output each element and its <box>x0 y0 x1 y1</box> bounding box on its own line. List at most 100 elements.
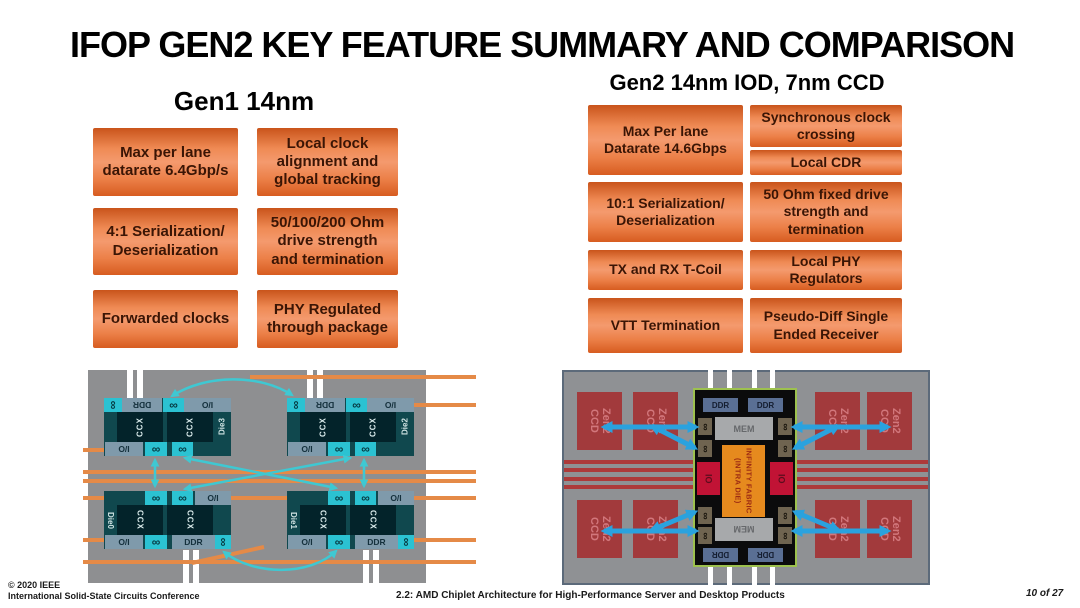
feature-box-gen2-tcoil: TX and RX T-Coil <box>588 250 743 290</box>
feature-box-gen2-drive: 50 Ohm fixed drive strength and terminat… <box>750 182 902 242</box>
footer-conference: International Solid-State Circuits Confe… <box>8 590 200 601</box>
package-trace <box>83 560 476 564</box>
ccd-label: CCD <box>826 517 838 541</box>
ddr-stub <box>727 365 732 388</box>
mem-block: MEM <box>715 417 773 440</box>
package-trace <box>83 479 476 483</box>
infinity-port-icon: ∞ <box>104 398 122 412</box>
die-top-edge: ∞ DDR ∞ I/O <box>287 398 414 412</box>
io-block: IO <box>697 462 720 495</box>
ddr-stub <box>708 567 713 590</box>
die-label: Die0 <box>106 511 115 529</box>
io-label: I/O <box>288 442 326 456</box>
die-top-edge: ∞ DDR ∞ I/O <box>104 398 231 412</box>
die-body: CCX CCX Die3 <box>104 412 231 442</box>
infinity-port-icon: ∞ <box>172 491 193 505</box>
ccd-label: Zen2 <box>600 408 612 434</box>
die1: ∞ ∞ I/O Die1 CCX CCX I/O ∞ DDR ∞ <box>287 491 414 549</box>
die-bottom-edge: I/O ∞ ∞ <box>287 442 414 456</box>
die-body: CCX CCX Die2 <box>287 412 414 442</box>
package-trace <box>83 448 107 452</box>
ddr-phy-block: DDR <box>703 548 738 562</box>
infinity-port-icon: ∞ <box>346 398 367 412</box>
feature-box-gen1-fwd-clocks: Forwarded clocks <box>93 290 238 348</box>
feature-box-gen1-phy: PHY Regulated through package <box>257 290 398 348</box>
package-trace <box>407 538 476 542</box>
infinity-port-icon: ∞ <box>355 491 376 505</box>
feature-box-gen1-drive: 50/100/200 Ohm drive strength and termin… <box>257 208 398 275</box>
ccx-block: CCX <box>350 505 396 535</box>
gen2-heading: Gen2 14nm IOD, 7nm CCD <box>609 70 885 95</box>
feature-box-gen1-datarate: Max per lane datarate 6.4Gbp/s <box>93 128 238 196</box>
infinity-port-icon: ∞ <box>355 442 376 456</box>
ddr-stub <box>307 364 313 398</box>
infinity-port-icon: ∞ <box>145 535 167 549</box>
die0: ∞ ∞ I/O Die0 CCX CCX I/O ∞ DDR ∞ <box>104 491 231 549</box>
die-bottom-edge: I/O ∞ DDR ∞ <box>287 535 414 549</box>
infinity-port-icon: ∞ <box>215 535 231 549</box>
ccd-label: CCD <box>878 409 890 433</box>
ccd-label: Zen2 <box>838 408 850 434</box>
ccx-block: CCX <box>167 412 213 442</box>
ccx-block: CCX <box>117 505 163 535</box>
die-label: Die3 <box>217 418 227 436</box>
infinity-port-icon: ∞ <box>698 527 712 544</box>
feature-box-gen2-serdes: 10:1 Serialization/ Deserialization <box>588 182 743 242</box>
ccd-label: Zen2 <box>890 408 902 434</box>
feature-box-gen1-clock: Local clock alignment and global trackin… <box>257 128 398 196</box>
infinity-port-icon: ∞ <box>398 535 414 549</box>
die-body: Die0 CCX CCX <box>104 505 231 535</box>
infinity-port-icon: ∞ <box>778 418 792 435</box>
infinity-port-icon: ∞ <box>698 418 712 435</box>
ccd-label: CCD <box>588 409 600 433</box>
ddr-stub <box>770 365 775 388</box>
footer-page-number: 10 of 27 <box>1026 588 1064 599</box>
io-block: IO <box>770 462 793 495</box>
footer-session-title: 2.2: AMD Chiplet Architecture for High-P… <box>396 590 785 601</box>
infinity-port-icon: ∞ <box>172 442 193 456</box>
infinity-port-icon: ∞ <box>145 442 167 456</box>
die-top-edge: ∞ ∞ I/O <box>104 491 231 505</box>
die3: ∞ DDR ∞ I/O CCX CCX Die3 I/O ∞ ∞ <box>104 398 231 456</box>
ddr-stub <box>317 364 323 398</box>
ddr-stub <box>373 550 379 590</box>
ddr-stub <box>127 364 133 398</box>
ccd-label: Zen2 <box>656 408 668 434</box>
gen1-heading: Gen1 14nm <box>173 86 315 116</box>
die-top-edge: ∞ ∞ I/O <box>287 491 414 505</box>
ddr-stub <box>752 567 757 590</box>
feature-box-gen2-pseudo-diff: Pseudo-Diff Single Ended Receiver <box>750 298 902 353</box>
feature-box-gen2-local-cdr: Local CDR <box>750 150 902 175</box>
io-label: I/O <box>378 491 414 505</box>
ddr-phy-block: DDR <box>703 398 738 412</box>
ccd-label: Zen2 <box>838 516 850 542</box>
ddr-label: DDR <box>355 535 398 549</box>
ddr-stub <box>363 550 369 590</box>
feature-box-gen2-sync-clock: Synchronous clock crossing <box>750 105 902 147</box>
infinity-port-icon: ∞ <box>328 442 350 456</box>
infinity-port-icon: ∞ <box>328 491 350 505</box>
infinity-port-icon: ∞ <box>163 398 184 412</box>
feature-box-gen2-datarate: Max Per lane Datarate 14.6Gbps <box>588 105 743 175</box>
io-label: I/O <box>184 398 231 412</box>
ccd-label: CCD <box>588 517 600 541</box>
infinity-port-icon: ∞ <box>145 491 167 505</box>
ccx-block: CCX <box>117 412 163 442</box>
die-label: Die2 <box>400 418 410 436</box>
ccx-block: CCX <box>167 505 213 535</box>
package-trace <box>83 538 107 542</box>
iod-die: DDR DDR MEM ∞ ∞ ∞ ∞ IO INFINITY FABRIC(I… <box>693 388 797 567</box>
ccd-label: CCD <box>644 409 656 433</box>
ddr-stub <box>193 550 199 590</box>
io-label: I/O <box>288 535 326 549</box>
die-bottom-edge: I/O ∞ ∞ <box>104 442 231 456</box>
infinity-fabric-block: INFINITY FABRIC(INTRA DIE) <box>722 445 765 517</box>
